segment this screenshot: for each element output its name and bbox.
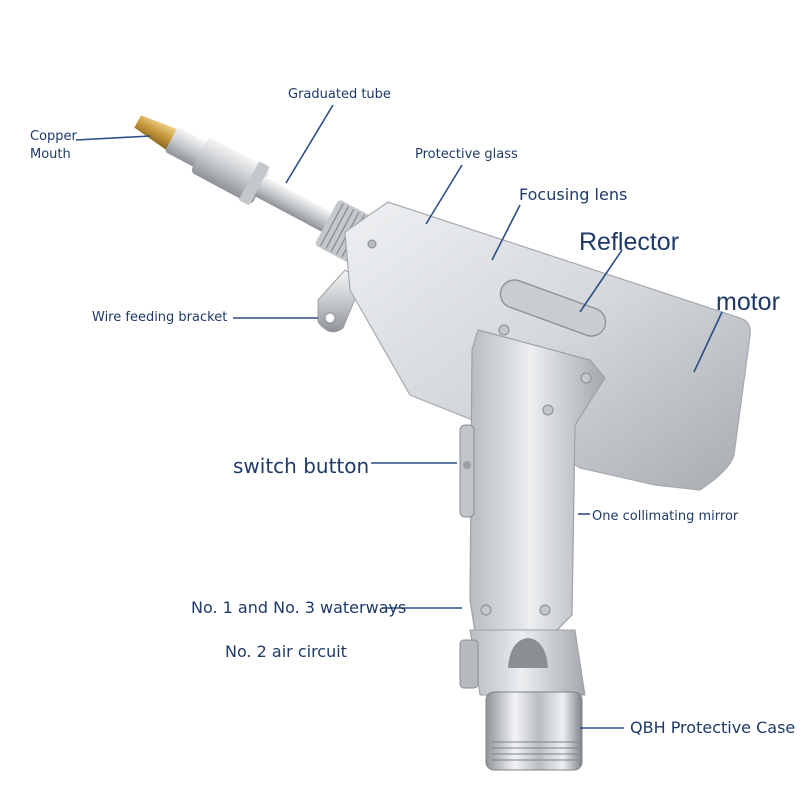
connector-arch bbox=[508, 638, 548, 668]
leader-focusing-lens bbox=[491, 204, 521, 261]
label-focusing-lens: Focusing lens bbox=[519, 185, 628, 204]
reflector-slot bbox=[499, 279, 607, 337]
grip-screw-2 bbox=[580, 372, 592, 384]
grip-screw-4 bbox=[480, 604, 492, 616]
label-one-collimating-mirror: One collimating mirror bbox=[592, 509, 739, 524]
label-switch-button: switch button bbox=[233, 454, 370, 478]
leader-graduated-tube bbox=[285, 104, 334, 184]
label-motor: motor bbox=[716, 288, 780, 316]
grip-screw-3 bbox=[542, 404, 554, 416]
gun-head-body bbox=[344, 201, 751, 491]
label-graduated-tube: Graduated tube bbox=[288, 87, 391, 102]
bracket-hole bbox=[324, 312, 336, 324]
leader-protective-glass bbox=[425, 164, 463, 225]
leader-reflector bbox=[579, 249, 623, 313]
label-air-circuit: No. 2 air circuit bbox=[225, 642, 347, 661]
switch-dot bbox=[463, 461, 471, 469]
label-reflector: Reflector bbox=[579, 228, 680, 256]
leader-motor bbox=[693, 311, 723, 373]
label-protective-glass: Protective glass bbox=[415, 147, 518, 162]
nozzle-ring bbox=[239, 161, 270, 205]
qbh-knurl-lines bbox=[492, 741, 578, 761]
nozzle-cone bbox=[165, 127, 207, 167]
leader-copper-mouth bbox=[75, 135, 151, 141]
grip-screw-1 bbox=[498, 324, 510, 336]
copper-nozzle-tip bbox=[134, 115, 179, 151]
qbh-protective-case-shape bbox=[485, 691, 583, 771]
switch-button-shape bbox=[459, 424, 475, 518]
graduated-tube-body bbox=[254, 176, 336, 234]
gun-illustration bbox=[134, 115, 751, 771]
label-copper-mouth-line2: Mouth bbox=[30, 147, 71, 162]
label-qbh-protective-case: QBH Protective Case bbox=[630, 718, 796, 737]
label-copper-mouth-line1: Copper bbox=[30, 129, 77, 144]
label-wire-feeding-bracket: Wire feeding bracket bbox=[92, 310, 228, 325]
head-screw bbox=[367, 239, 377, 249]
label-copper-mouth: Copper Mouth bbox=[30, 128, 77, 164]
leader-lines bbox=[75, 104, 723, 729]
side-fitting bbox=[459, 639, 479, 689]
grip-screw-5 bbox=[539, 604, 551, 616]
nozzle-assembly bbox=[134, 115, 377, 265]
label-waterways: No. 1 and No. 3 waterways bbox=[191, 598, 407, 617]
